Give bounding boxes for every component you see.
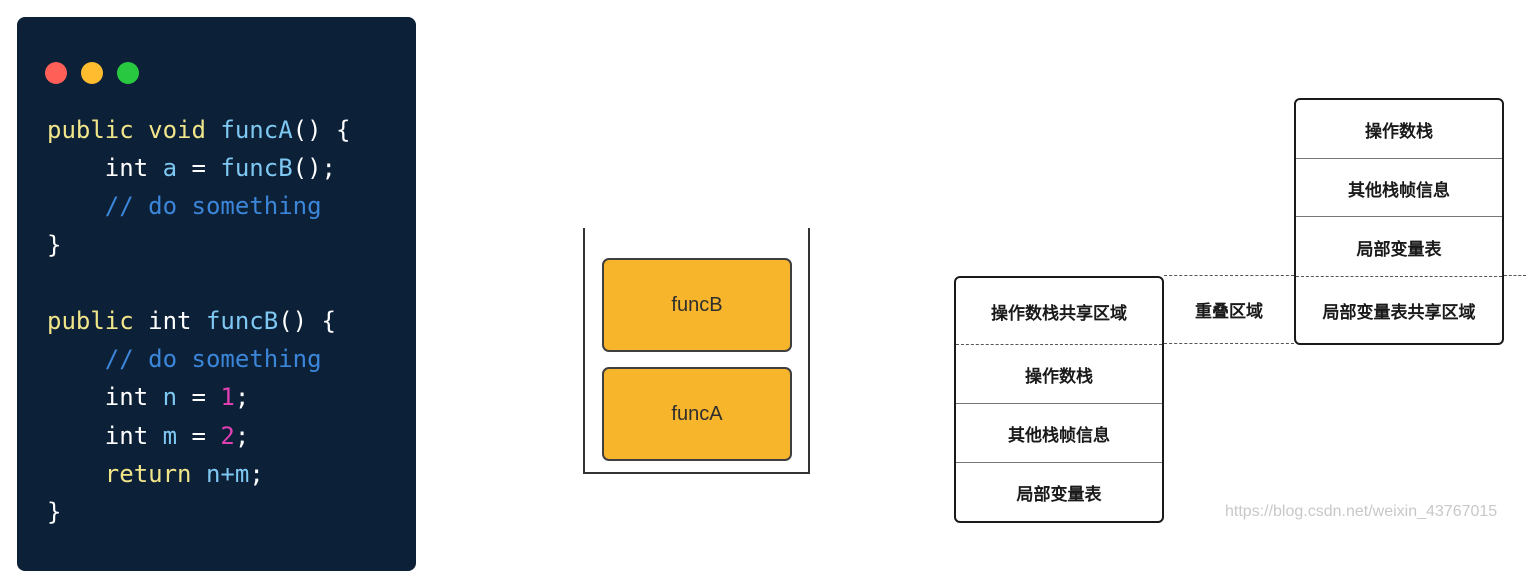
stack-frame-funcb: funcB bbox=[602, 258, 792, 352]
code-token: ; bbox=[234, 421, 250, 450]
code-token: ; bbox=[234, 383, 250, 412]
code-token: () { bbox=[292, 116, 351, 144]
code-line: } bbox=[47, 226, 350, 264]
upper-frame-other-info: 其他栈帧信息 bbox=[1348, 180, 1450, 201]
stack-frame-label: funcB bbox=[671, 293, 723, 316]
code-token: = bbox=[177, 421, 221, 450]
code-token: int bbox=[148, 306, 206, 335]
code-token: funcB bbox=[220, 154, 293, 183]
code-token: 1 bbox=[220, 383, 235, 412]
divider bbox=[956, 462, 1162, 463]
overlap-region-label: 重叠区域 bbox=[1195, 302, 1263, 322]
stack-left-wall bbox=[583, 228, 585, 474]
code-line: // do something bbox=[47, 340, 350, 378]
code-token: // do something bbox=[47, 345, 322, 374]
dashed-divider bbox=[956, 344, 1162, 345]
code-token: funcB bbox=[205, 306, 279, 335]
code-token: int bbox=[47, 154, 163, 183]
code-token: n+m bbox=[205, 459, 250, 488]
upper-frame-local-vars-shared: 局部变量表共享区域 bbox=[1322, 302, 1476, 323]
divider bbox=[1296, 158, 1502, 159]
divider bbox=[956, 403, 1162, 404]
code-token: () { bbox=[278, 306, 336, 335]
code-token: (); bbox=[292, 154, 337, 183]
code-line: } bbox=[47, 493, 350, 531]
code-token: funcA bbox=[220, 116, 293, 144]
overlap-bottom-dashed-line bbox=[1164, 343, 1294, 344]
upper-stack-frame: 操作数栈 其他栈帧信息 局部变量表 局部变量表共享区域 bbox=[1294, 98, 1504, 345]
overlap-top-dashed-line bbox=[1164, 275, 1294, 276]
code-block: public void funcA() { int a = funcB(); /… bbox=[47, 111, 350, 531]
lower-frame-operand-stack-shared: 操作数栈共享区域 bbox=[991, 304, 1127, 324]
lower-frame-other-info: 其他栈帧信息 bbox=[1008, 426, 1110, 446]
window-maximize-button[interactable] bbox=[117, 62, 139, 84]
divider bbox=[1296, 216, 1502, 217]
code-line: // do something bbox=[47, 187, 350, 225]
window-close-button[interactable] bbox=[45, 62, 67, 84]
upper-frame-local-vars: 局部变量表 bbox=[1356, 239, 1442, 260]
watermark: https://blog.csdn.net/weixin_43767015 bbox=[1225, 503, 1498, 520]
code-token: a bbox=[162, 154, 178, 183]
overlap-top-dashed-line-right bbox=[1504, 275, 1526, 276]
code-token: 2 bbox=[220, 421, 235, 450]
code-line: return n+m; bbox=[47, 455, 350, 493]
code-token: public void bbox=[47, 116, 221, 144]
code-token: ; bbox=[249, 459, 264, 488]
code-token: int bbox=[47, 421, 163, 450]
code-token: = bbox=[177, 383, 221, 412]
code-token: // do something bbox=[47, 192, 322, 221]
code-token: } bbox=[47, 497, 62, 526]
code-editor-panel bbox=[17, 17, 416, 571]
code-token: = bbox=[177, 154, 221, 183]
upper-frame-operand-stack: 操作数栈 bbox=[1365, 122, 1433, 142]
code-token: return bbox=[47, 459, 206, 488]
lower-frame-local-vars: 局部变量表 bbox=[1016, 484, 1102, 505]
stack-right-wall bbox=[808, 228, 810, 474]
code-line: int m = 2; bbox=[47, 417, 350, 455]
lower-frame-operand-stack: 操作数栈 bbox=[1025, 367, 1093, 387]
stack-frame-funca: funcA bbox=[602, 367, 792, 461]
code-token: int bbox=[47, 383, 163, 412]
code-line: public int funcB() { bbox=[47, 302, 350, 340]
dashed-divider bbox=[1296, 276, 1502, 277]
code-token: public bbox=[47, 306, 149, 335]
code-line: int a = funcB(); bbox=[47, 149, 350, 187]
code-token: } bbox=[47, 230, 62, 259]
code-token: m bbox=[162, 421, 178, 450]
stack-bottom bbox=[583, 472, 810, 474]
code-line: int n = 1; bbox=[47, 378, 350, 416]
lower-stack-frame: 操作数栈共享区域 操作数栈 其他栈帧信息 局部变量表 bbox=[954, 276, 1164, 523]
code-token: n bbox=[162, 383, 178, 412]
code-line bbox=[47, 264, 350, 302]
code-line: public void funcA() { bbox=[47, 111, 350, 149]
window-minimize-button[interactable] bbox=[81, 62, 103, 84]
stack-frame-label: funcA bbox=[671, 402, 723, 425]
